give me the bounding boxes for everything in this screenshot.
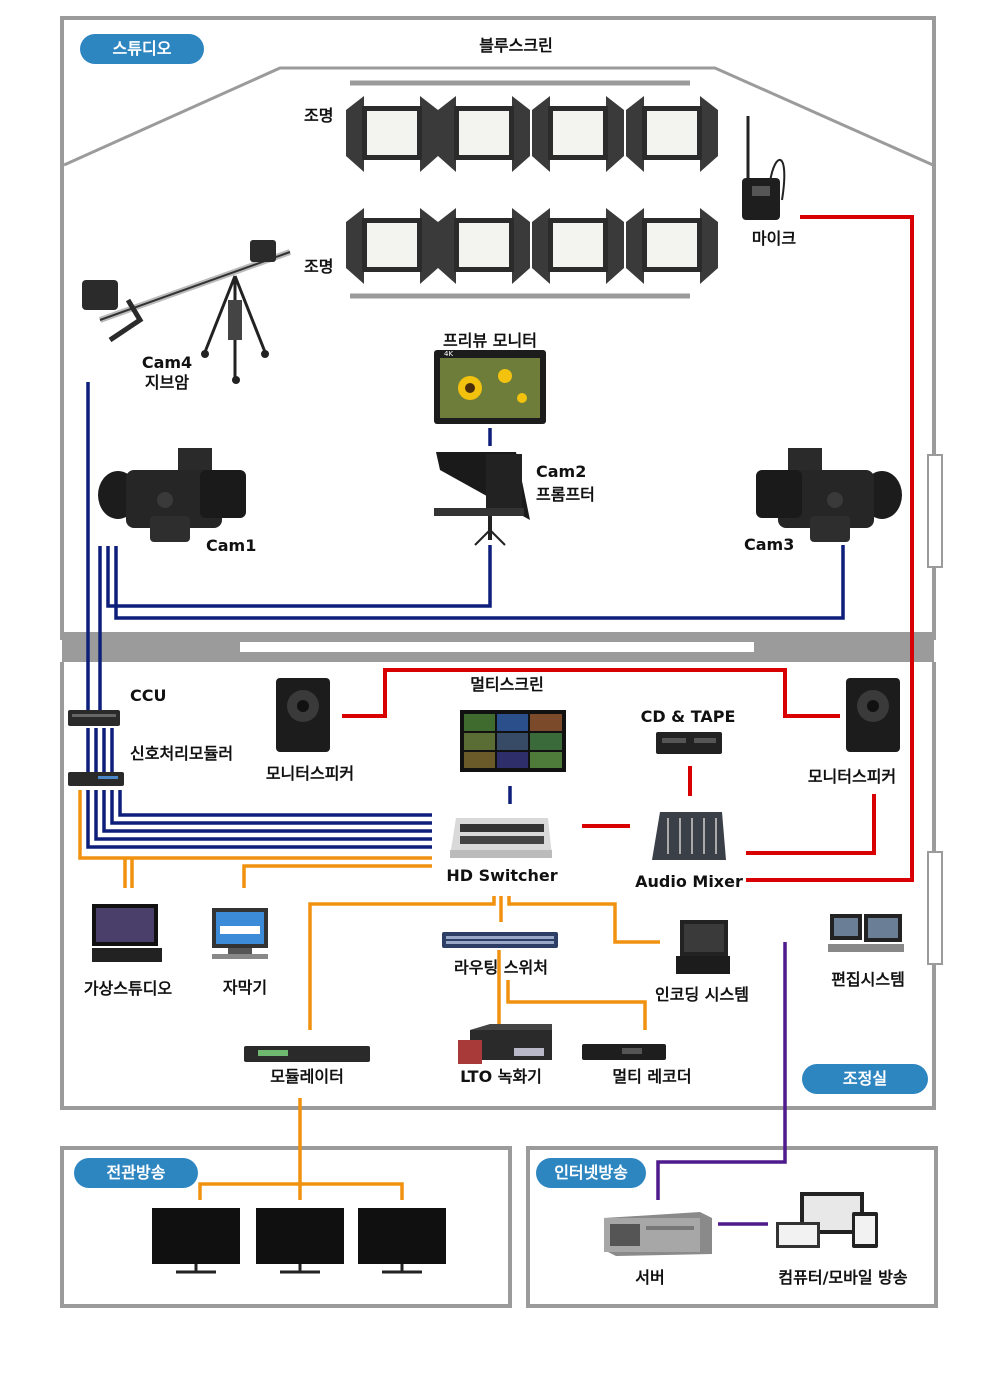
cam1-icon (98, 448, 246, 542)
multiscreen-label: 멀티스크린 (470, 675, 544, 694)
ccu-label: CCU (130, 686, 167, 705)
tv-3 (358, 1208, 446, 1274)
hd-switcher-label: HD Switcher (446, 866, 558, 885)
multi-recorder-icon (582, 1044, 666, 1060)
signal-module-icon (68, 772, 124, 786)
prompter-icon (434, 452, 530, 546)
monitor-speaker-left-icon (276, 678, 330, 752)
modulator-label: 모듈레이터 (270, 1067, 344, 1086)
multi-recorder-label: 멀티 레코더 (612, 1067, 692, 1086)
virtual-studio-icon (92, 904, 162, 962)
multiscreen-icon (460, 710, 566, 772)
monitor-speaker-right-label: 모니터스피커 (807, 767, 897, 786)
lto-recorder-label: LTO 녹화기 (460, 1067, 542, 1086)
lights-top-label: 조명 (304, 106, 334, 125)
cam3-label: Cam3 (744, 535, 795, 554)
encoding-system-label: 인코딩 시스템 (655, 985, 749, 1004)
broadcast-region-badge: 전관방송 (74, 1158, 198, 1188)
internet-frame (526, 1146, 938, 1308)
broadcast-frame (60, 1146, 512, 1308)
encoding-system-icon (676, 920, 730, 974)
divider-window (240, 642, 754, 652)
lto-recorder-icon (458, 1024, 552, 1064)
server-icon (604, 1212, 712, 1256)
cam1-label: Cam1 (206, 536, 257, 555)
prompter-label: 프롬프터 (536, 485, 595, 504)
studio-lights (346, 96, 718, 284)
light-2 (438, 96, 530, 172)
editing-system-icon (828, 914, 904, 952)
audio-mixer-icon (652, 812, 726, 860)
tv-2 (256, 1208, 344, 1274)
cam4-sub-label: 지브암 (144, 373, 190, 392)
cam2-label: Cam2 (536, 462, 587, 481)
distribution-cables (78, 790, 660, 1200)
routing-switcher-icon (442, 932, 558, 948)
studio-region-badge: 스튜디오 (80, 34, 204, 64)
light-4 (626, 96, 718, 172)
pc-mobile-icon (776, 1192, 878, 1248)
preview-monitor-label: 프리뷰 모니터 (443, 331, 537, 350)
studio-frame (60, 16, 936, 640)
wireless-mic-icon (742, 116, 786, 220)
modulator-icon (244, 1046, 370, 1062)
cam4-label: Cam4 (141, 353, 193, 372)
light-8 (626, 208, 718, 284)
bluescreen-label: 블루스크린 (479, 36, 553, 55)
bluescreen-outline (63, 66, 934, 167)
light-7 (532, 208, 624, 284)
control-room-badge: 조정실 (802, 1064, 928, 1094)
lights-bottom-label: 조명 (304, 257, 334, 276)
light-1 (346, 96, 438, 172)
light-5 (346, 208, 438, 284)
cd-tape-label: CD & TAPE (640, 707, 736, 726)
right-window-upper (927, 454, 943, 568)
monitor-speaker-left-label: 모니터스피커 (265, 764, 355, 783)
hd-switcher-icon (450, 818, 552, 858)
broadcast-tvs (152, 1208, 446, 1274)
routing-switcher-label: 라우팅 스위처 (454, 958, 548, 977)
server-label: 서버 (635, 1268, 665, 1287)
jib-arm-icon (82, 240, 292, 384)
signal-module-label: 신호처리모듈러 (130, 744, 234, 763)
ccu-icon (68, 710, 120, 726)
audio-mixer-label: Audio Mixer (635, 872, 743, 891)
internet-region-badge: 인터넷방송 (536, 1158, 646, 1188)
editing-system-label: 편집시스템 (831, 970, 905, 989)
light-3 (532, 96, 624, 172)
caption-generator-label: 자막기 (222, 978, 268, 997)
preview-badge: 4K (444, 350, 453, 358)
audio-cables (342, 215, 914, 882)
caption-generator-icon (212, 908, 268, 959)
cam3-icon (756, 448, 902, 542)
tv-1 (152, 1208, 240, 1274)
video-cables (86, 382, 845, 849)
right-window-lower (927, 851, 943, 965)
pc-mobile-label: 컴퓨터/모바일 방송 (778, 1268, 908, 1287)
mic-label: 마이크 (751, 229, 797, 248)
preview-monitor-icon (434, 350, 546, 424)
light-6 (438, 208, 530, 284)
cd-tape-icon (656, 732, 722, 754)
virtual-studio-label: 가상스튜디오 (83, 979, 173, 998)
network-cables (656, 942, 787, 1226)
monitor-speaker-right-icon (846, 678, 900, 752)
